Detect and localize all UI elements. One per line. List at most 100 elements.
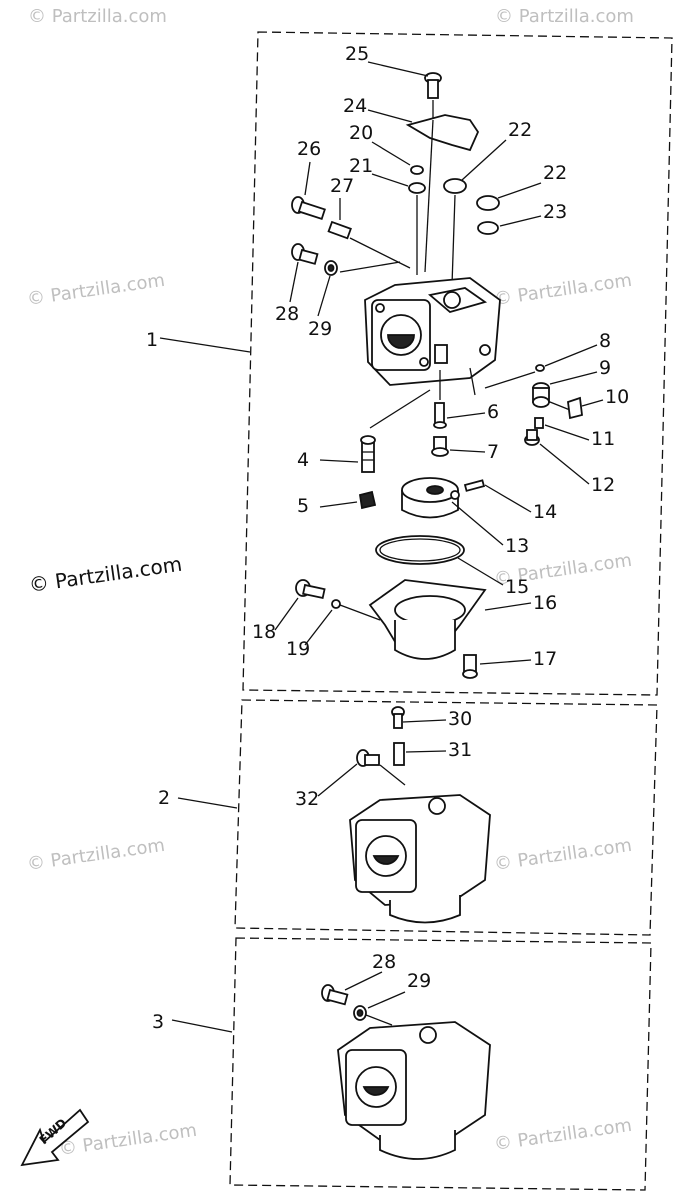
watermark: © Partzilla.com [493,1115,633,1155]
clip-10-icon [567,396,583,420]
part-label-6: 6 [487,401,499,423]
screw-30-icon [391,706,405,729]
guide-line [469,367,476,396]
leader-line [497,182,542,199]
leader-line [171,1019,233,1033]
part-label-13: 13 [505,535,529,557]
watermark: © Partzilla.com [28,6,167,27]
part-label-9: 9 [599,357,611,379]
part-label-12: 12 [591,474,615,496]
part-label-30: 30 [448,708,472,730]
guide-line [339,604,381,621]
part-label-18: 18 [252,621,276,643]
leader-line [367,61,429,77]
part-label-21: 21 [349,155,373,177]
gasket-15-icon [375,535,465,565]
part-label-17: 17 [533,648,557,670]
leader-line [446,412,486,419]
leader-line [402,719,447,723]
group-box-1 [242,31,673,696]
jet-9-icon [532,382,550,408]
part-label-22: 22 [543,162,567,184]
leader-line [304,161,311,196]
leader-line [451,501,504,546]
plug-21-icon [408,182,426,194]
part-label-29: 29 [308,318,332,340]
watermark: © Partzilla.com [493,270,633,310]
screw-26-icon [291,196,326,221]
part-label-31: 31 [448,739,472,761]
watermark: © Partzilla.com [495,6,634,27]
guide-line [339,261,401,273]
group-label-1: 1 [146,329,158,351]
part-label-32: 32 [295,788,319,810]
spring-31-icon [393,742,405,766]
leader-line [317,275,331,317]
carburetor-body-1-icon [364,277,501,386]
leader-line [344,971,383,991]
float-13-icon [401,477,460,519]
screw-11-icon [534,417,544,429]
part-label-22: 22 [508,119,532,141]
leader-line [457,557,504,586]
part-label-29: 29 [407,970,431,992]
guide-line [379,764,406,786]
leader-line [371,141,411,166]
cap-22-icon [443,178,467,194]
valve-seat-5-icon [358,490,377,510]
leader-line [317,763,358,797]
carburetor-3-icon [337,1021,491,1160]
group-label-3: 3 [152,1011,164,1033]
leader-line [319,501,358,508]
part-label-7: 7 [487,441,499,463]
oring-8-icon [535,364,545,372]
part-label-26: 26 [297,138,321,160]
guide-line [365,1014,393,1026]
part-label-14: 14 [533,501,557,523]
group-box-2 [234,699,658,936]
guide-line [424,119,434,273]
guide-line [349,237,411,269]
leader-line [405,750,447,753]
screw-25-icon [424,72,442,118]
part-label-19: 19 [286,638,310,660]
plate-24-icon [405,114,480,152]
part-label-10: 10 [605,386,629,408]
spring-27-icon [327,220,352,240]
group-labels: 123 [146,329,170,1033]
part-label-8: 8 [599,330,611,352]
leader-line [289,261,299,303]
leader-line [449,449,486,453]
oring-19-icon [331,599,341,609]
leader-line [484,484,532,513]
guide-line [451,194,456,286]
leader-line [159,337,251,353]
screw-17-icon [462,654,478,679]
leader-line [539,443,590,485]
washer-29b-icon [353,1005,367,1021]
cap-22b-icon [476,195,500,211]
gasket-15-inner [379,538,461,562]
leader-line [274,597,299,631]
jet-6-icon [433,402,447,429]
part-label-15: 15 [505,576,529,598]
jet-7-icon [431,436,449,457]
part-label-28: 28 [372,951,396,973]
guide-line [369,389,431,429]
leader-line [581,399,604,407]
leader-line [319,459,359,463]
watermark: © Partzilla.com [26,270,166,310]
screw-12-icon [524,429,540,446]
washer-29-icon [324,260,338,276]
leader-line [304,609,333,646]
gasket-23-icon [477,221,499,235]
leader-line [479,659,532,665]
leader-line [461,139,507,181]
screw-18-icon [295,579,326,600]
float-chamber-16-icon [368,579,487,660]
screw-28-icon [291,243,319,265]
leader-line [549,371,598,385]
part-label-25: 25 [345,43,369,65]
leader-line [499,215,542,227]
